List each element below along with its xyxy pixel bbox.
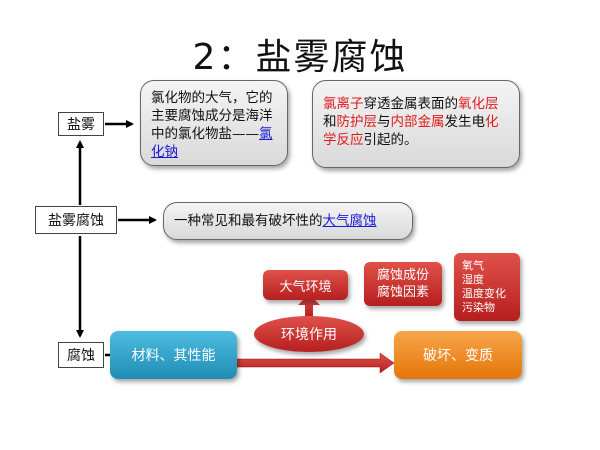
mechanism-oxide-layer: 氧化层	[458, 96, 499, 112]
factors-line-1: 腐蚀成份	[376, 268, 429, 283]
atmospheric-corrosion-link[interactable]: 大气腐蚀	[322, 213, 377, 229]
mechanism-chemical-reaction: 化学反应	[323, 114, 499, 148]
definition-text: 一种常见和最有破坏性的	[174, 213, 323, 229]
mechanism-chloride-ion: 氯离子	[323, 96, 364, 112]
flow-arrow	[235, 352, 395, 374]
factors-box: 腐蚀成份 腐蚀因素	[364, 262, 442, 306]
mechanism-text-a: 穿透金属表面的	[363, 96, 459, 112]
agent-humidity: 湿度	[462, 273, 484, 286]
agents-box: 氧气 湿度 温度变化 污染物	[454, 253, 520, 321]
sodium-chloride-link[interactable]: 氯化钠	[151, 126, 273, 160]
agent-oxygen: 氧气	[462, 259, 484, 272]
result-box: 破坏、变质	[394, 331, 522, 379]
corrosion-label: 腐蚀	[58, 342, 104, 368]
salt-fog-corrosion-label: 盐雾腐蚀	[35, 206, 117, 234]
definition-callout: 一种常见和最有破坏性的大气腐蚀	[163, 202, 413, 240]
mechanism-inner-metal: 内部金属	[390, 114, 445, 130]
factors-line-2: 腐蚀因素	[376, 285, 429, 300]
agent-pollutants: 污染物	[462, 301, 495, 314]
chloride-callout: 氯化物的大气，它的主要腐蚀成分是海洋中的氯化物盐——氯化钠	[140, 80, 288, 166]
mechanism-text-c: 与	[377, 114, 391, 130]
agent-temperature-change: 温度变化	[462, 287, 506, 300]
materials-box: 材料、其性能	[110, 331, 237, 379]
mechanism-text-d: 发生电	[444, 114, 486, 130]
page-title: 2：盐雾腐蚀	[192, 37, 408, 78]
mechanism-text-e: 引起的。	[363, 132, 418, 148]
mechanism-callout: 氯离子穿透金属表面的氧化层和防护层与内部金属发生电化学反应引起的。	[312, 80, 520, 168]
mechanism-text-b: 和	[323, 114, 337, 130]
environment-ellipse: 环境作用	[254, 316, 364, 352]
mechanism-protective-layer: 防护层	[336, 114, 378, 130]
salt-fog-label: 盐雾	[58, 112, 104, 136]
atmosphere-box: 大气环境	[263, 270, 348, 300]
chloride-callout-text: 氯化物的大气，它的主要腐蚀成分是海洋中的氯化物盐——	[151, 90, 273, 142]
